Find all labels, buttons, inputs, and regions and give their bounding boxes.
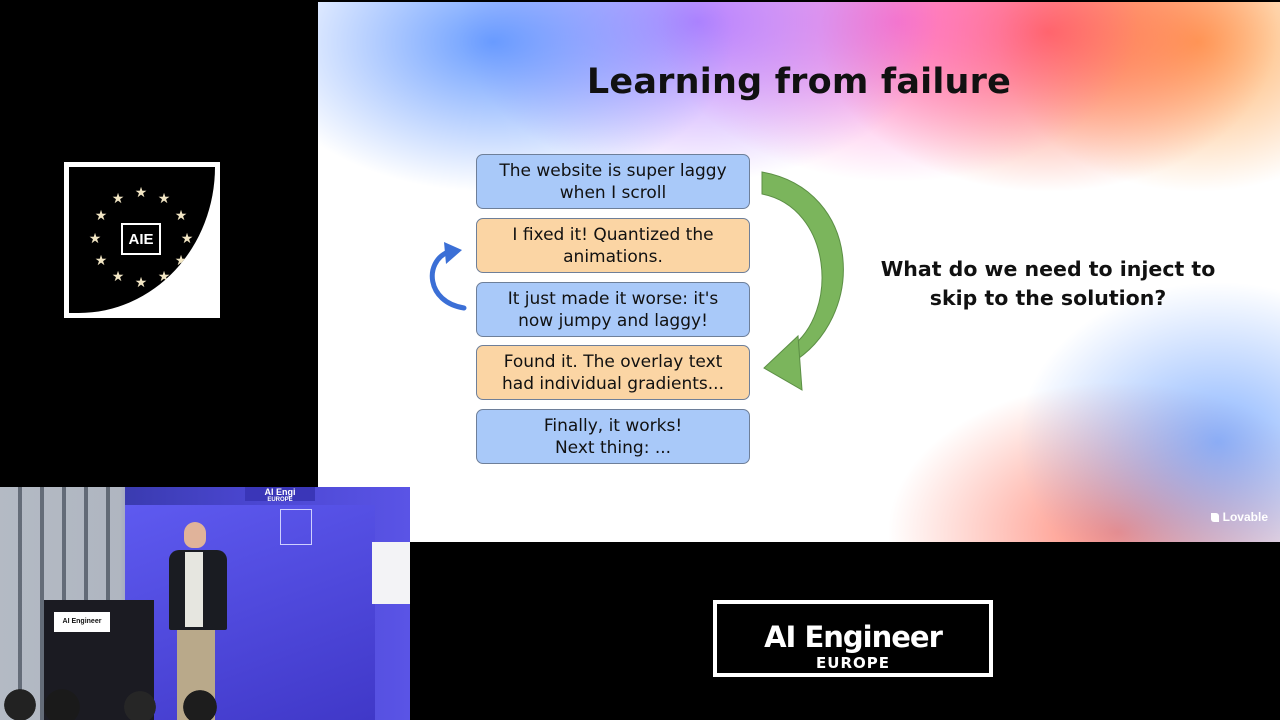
svg-text:★: ★ — [175, 208, 188, 224]
svg-text:★: ★ — [135, 275, 148, 291]
skip-arrow-icon — [761, 171, 844, 391]
event-logo-subtitle: EUROPE — [816, 654, 890, 672]
presentation-slide: Learning from failure The website is sup… — [318, 2, 1280, 542]
lovable-logo: Lovable — [1210, 510, 1268, 524]
lovable-heart-icon — [1210, 512, 1219, 522]
svg-text:★: ★ — [89, 231, 102, 247]
aie-badge-text: AIE — [121, 223, 161, 255]
svg-text:★: ★ — [95, 253, 108, 269]
step-box-1: The website is super laggy when I scroll — [476, 154, 750, 209]
event-logo-title: AI Engineer — [764, 620, 943, 654]
loop-arrow-icon — [429, 242, 467, 311]
stage-banner-sub: EUROPE — [267, 497, 293, 503]
aie-badge-logo: ★★★ ★★★ ★★★ ★★★ AIE — [64, 162, 220, 318]
svg-text:★: ★ — [158, 191, 171, 207]
audience — [0, 677, 240, 720]
svg-text:★: ★ — [158, 269, 171, 285]
speaker-head — [184, 522, 206, 548]
svg-text:★: ★ — [135, 185, 148, 201]
step-box-4: Found it. The overlay text had individua… — [476, 345, 750, 400]
svg-text:★: ★ — [95, 208, 108, 224]
lovable-logo-text: Lovable — [1222, 510, 1268, 524]
svg-text:★: ★ — [112, 269, 125, 285]
step-box-3: It just made it worse: it's now jumpy an… — [476, 282, 750, 337]
stage-panel — [372, 542, 410, 604]
speaker — [165, 522, 235, 720]
stage-banner: AI Engi EUROPE — [245, 487, 315, 503]
svg-text:★: ★ — [175, 253, 188, 269]
speaker-shirt — [185, 552, 203, 627]
podium-sign: AI Engineer — [54, 612, 110, 632]
ai-engineer-europe-logo: AI Engineer EUROPE — [713, 600, 993, 677]
slide-title: Learning from failure — [586, 62, 1012, 102]
step-box-2: I fixed it! Quantized the animations. — [476, 218, 750, 273]
aie-badge-background: ★★★ ★★★ ★★★ ★★★ AIE — [69, 167, 215, 313]
svg-text:★: ★ — [112, 191, 125, 207]
question-text: What do we need to inject to skip to the… — [880, 257, 1216, 310]
star-ring-icon: ★★★ ★★★ ★★★ ★★★ — [89, 185, 194, 291]
stage-emblem-icon — [280, 509, 312, 545]
step-box-5: Finally, it works! Next thing: ... — [476, 409, 750, 464]
speaker-camera-feed: AI Engi EUROPE AI Engineer — [0, 487, 410, 720]
stage-banner-text: AI Engi — [264, 487, 296, 497]
svg-text:★: ★ — [181, 231, 194, 247]
